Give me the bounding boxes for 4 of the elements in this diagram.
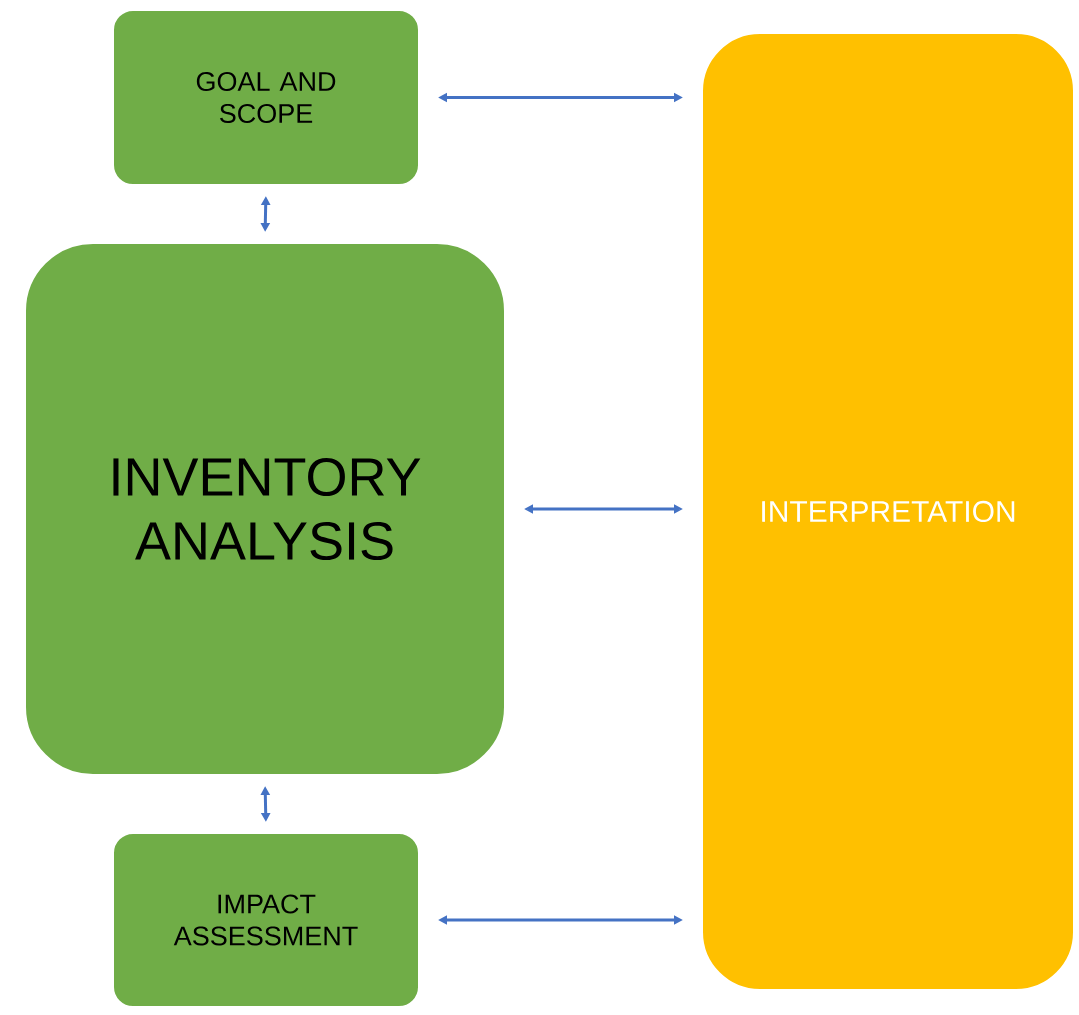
process-box: IMPACT ASSESSMENT	[108, 828, 424, 1012]
interpretation-box: INTERPRETATION	[697, 28, 1079, 995]
process-box: GOAL AND SCOPE	[108, 5, 424, 190]
process-box: INVENTORY ANALYSIS	[20, 238, 510, 780]
